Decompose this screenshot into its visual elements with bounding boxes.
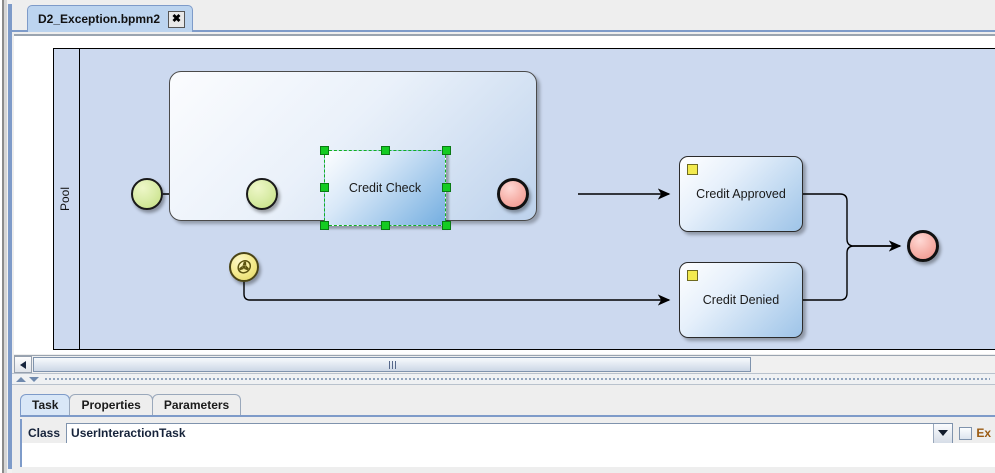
start-event[interactable] xyxy=(131,178,163,210)
task-credit-check[interactable]: Credit Check xyxy=(324,150,446,226)
document-tab[interactable]: D2_Exception.bpmn2 ✖ xyxy=(27,5,194,32)
properties-panel: Task Properties Parameters Class UserInt… xyxy=(12,387,995,473)
resize-handle-e[interactable] xyxy=(442,183,451,192)
horizontal-scrollbar[interactable] xyxy=(14,355,995,373)
pool-label: Pool xyxy=(58,186,72,212)
resize-handle-w[interactable] xyxy=(320,183,329,192)
window-left-accent xyxy=(8,4,12,469)
tab-task-label: Task xyxy=(32,398,59,412)
class-input[interactable]: UserInteractionTask xyxy=(67,423,934,443)
tab-parameters-label: Parameters xyxy=(163,398,230,412)
task-credit-denied[interactable]: Credit Denied xyxy=(679,262,803,338)
diagram-canvas[interactable]: Pool xyxy=(14,36,995,354)
subprocess-end-event[interactable] xyxy=(497,178,529,210)
resize-handle-ne[interactable] xyxy=(442,146,451,155)
class-label: Class xyxy=(28,426,61,440)
user-task-marker-icon xyxy=(687,270,698,281)
class-row: Class UserInteractionTask Ex xyxy=(28,422,991,444)
task-credit-denied-label: Credit Denied xyxy=(702,293,780,307)
collapse-down-icon[interactable] xyxy=(29,376,39,382)
document-tab-label: D2_Exception.bpmn2 xyxy=(38,12,161,26)
user-task-marker-icon xyxy=(687,164,698,175)
external-checkbox-wrap[interactable]: Ex xyxy=(959,426,991,440)
task-credit-approved[interactable]: Credit Approved xyxy=(679,156,803,232)
collapse-up-icon[interactable] xyxy=(16,376,26,382)
close-icon[interactable]: ✖ xyxy=(168,10,186,28)
task-credit-check-label: Credit Check xyxy=(348,181,422,195)
task-credit-approved-label: Credit Approved xyxy=(696,187,786,201)
final-end-event[interactable] xyxy=(907,230,939,262)
properties-tabstrip: Task Properties Parameters xyxy=(20,394,995,417)
tab-properties[interactable]: Properties xyxy=(69,394,153,415)
external-checkbox[interactable] xyxy=(959,426,973,440)
pool-header: Pool xyxy=(54,49,80,349)
tab-task[interactable]: Task xyxy=(20,394,71,415)
scroll-left-arrow-icon[interactable] xyxy=(14,356,32,373)
panel-splitter[interactable] xyxy=(12,373,995,385)
resize-handle-sw[interactable] xyxy=(320,221,329,230)
resize-handle-se[interactable] xyxy=(442,221,451,230)
document-tabstrip: D2_Exception.bpmn2 ✖ xyxy=(12,0,995,32)
splitter-grip[interactable] xyxy=(44,377,990,381)
properties-empty-area xyxy=(20,443,995,467)
chevron-down-icon[interactable] xyxy=(933,423,953,443)
class-combobox[interactable]: UserInteractionTask xyxy=(66,422,954,444)
resize-handle-n[interactable] xyxy=(381,146,390,155)
tab-parameters[interactable]: Parameters xyxy=(151,394,242,415)
external-checkbox-label: Ex xyxy=(976,426,991,440)
error-boundary-glyph: ✇ xyxy=(235,257,253,277)
scroll-thumb-grip-icon xyxy=(388,360,396,369)
diagram-canvas-frame[interactable]: Pool xyxy=(14,34,995,354)
tab-properties-label: Properties xyxy=(81,398,141,412)
resize-handle-nw[interactable] xyxy=(320,146,329,155)
resize-handle-s[interactable] xyxy=(381,221,390,230)
subprocess-start-event[interactable] xyxy=(246,178,278,210)
scroll-thumb[interactable] xyxy=(33,357,751,372)
error-boundary-event[interactable]: ✇ xyxy=(229,252,259,282)
